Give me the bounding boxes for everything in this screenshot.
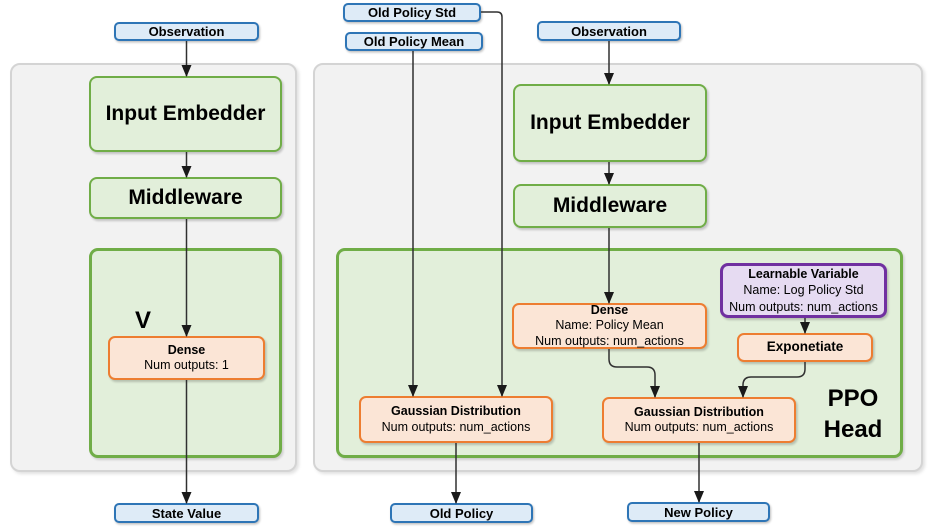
- v-observation-label: Observation: [148, 24, 225, 39]
- v-middleware-label: Middleware: [128, 186, 243, 209]
- learnable-variable-outputs: Num outputs: num_actions: [729, 299, 878, 314]
- gaussian-distribution-old-node: Gaussian Distribution Num outputs: num_a…: [359, 396, 553, 443]
- new-policy-node: New Policy: [627, 502, 770, 522]
- new-policy-label: New Policy: [664, 504, 733, 520]
- old-policy-mean-node: Old Policy Mean: [345, 32, 483, 51]
- old-policy-label: Old Policy: [429, 505, 494, 521]
- state-value-label: State Value: [151, 505, 222, 521]
- ppo-head-title-line1: PPO: [827, 385, 879, 412]
- v-dense-outputs: Num outputs: 1: [144, 358, 229, 372]
- gaussian-old-outputs: Num outputs: num_actions: [381, 419, 531, 434]
- exponetiate-node: Exponetiate: [737, 333, 873, 362]
- v-input-embedder-node: Input Embedder: [89, 76, 282, 152]
- ppo-input-embedder-label: Input Embedder: [530, 111, 690, 134]
- learnable-variable-name: Name: Log Policy Std: [743, 283, 864, 298]
- old-policy-std-label: Old Policy Std: [367, 5, 457, 20]
- ppo-dense-name: Name: Policy Mean: [555, 318, 664, 333]
- ppo-dense-node: Dense Name: Policy Mean Num outputs: num…: [512, 303, 707, 349]
- state-value-node: State Value: [114, 503, 259, 523]
- ppo-dense-title: Dense: [590, 303, 629, 318]
- ppo-observation-node: Observation: [537, 21, 681, 41]
- v-middleware-node: Middleware: [89, 177, 282, 219]
- gaussian-distribution-new-node: Gaussian Distribution Num outputs: num_a…: [602, 397, 796, 443]
- gaussian-new-title: Gaussian Distribution: [634, 404, 764, 419]
- ppo-observation-label: Observation: [571, 23, 647, 39]
- gaussian-new-outputs: Num outputs: num_actions: [624, 420, 774, 434]
- v-input-embedder-label: Input Embedder: [105, 102, 266, 125]
- exponetiate-label: Exponetiate: [766, 339, 844, 355]
- v-dense-node: Dense Num outputs: 1: [108, 336, 265, 380]
- old-policy-mean-label: Old Policy Mean: [363, 34, 465, 49]
- ppo-head-title-line2: Head: [823, 415, 883, 443]
- learnable-variable-node: Learnable Variable Name: Log Policy Std …: [720, 263, 887, 318]
- v-head-title-line1: V: [134, 307, 151, 334]
- old-policy-std-node: Old Policy Std: [343, 3, 481, 22]
- ppo-head-title: PPO Head: [803, 384, 903, 445]
- ppo-dense-outputs: Num outputs: num_actions: [535, 333, 684, 348]
- gaussian-old-title: Gaussian Distribution: [391, 404, 521, 419]
- ppo-input-embedder-node: Input Embedder: [513, 84, 707, 162]
- v-dense-title: Dense: [167, 342, 206, 357]
- ppo-middleware-label: Middleware: [552, 194, 668, 217]
- v-observation-node: Observation: [114, 22, 259, 41]
- old-policy-node: Old Policy: [390, 503, 533, 523]
- ppo-middleware-node: Middleware: [513, 184, 707, 228]
- learnable-variable-title: Learnable Variable: [748, 267, 859, 282]
